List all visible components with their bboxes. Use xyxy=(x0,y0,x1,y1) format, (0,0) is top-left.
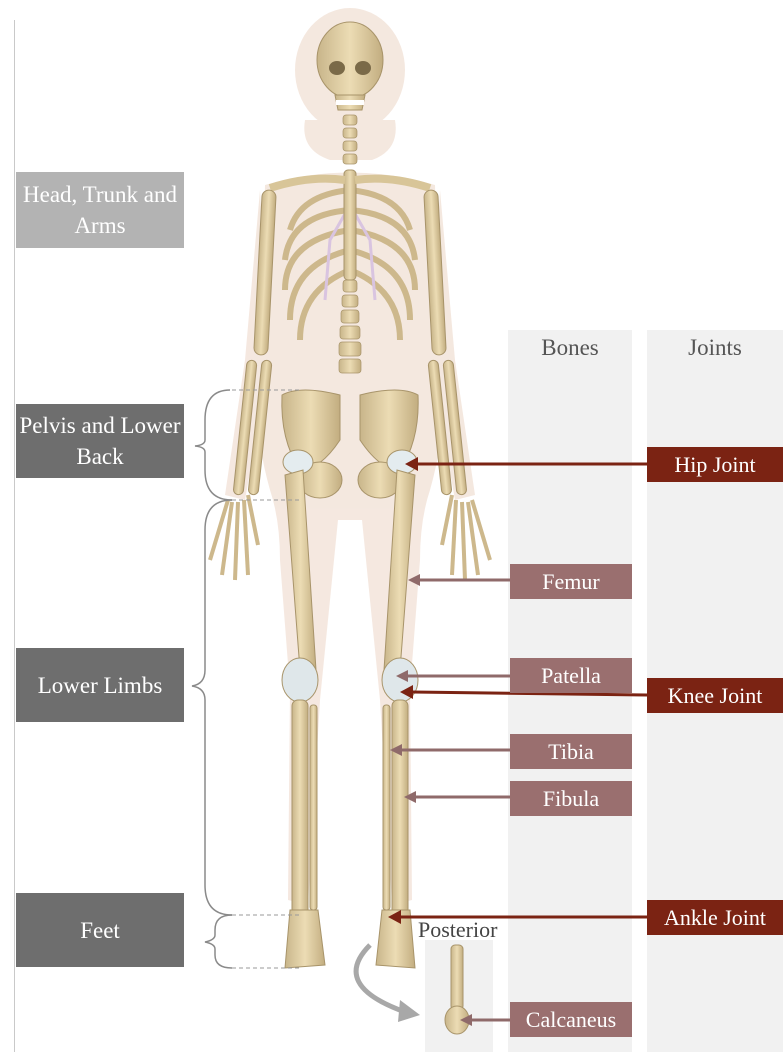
rotation-arrowhead xyxy=(398,1000,420,1022)
region-brackets xyxy=(192,390,232,968)
bone-label-calcaneus: Calcaneus xyxy=(510,1002,632,1037)
region-lower-limbs: Lower Limbs xyxy=(16,648,184,722)
joint-label-knee: Knee Joint xyxy=(647,678,783,713)
bone-label-tibia: Tibia xyxy=(510,734,632,769)
region-pelvis-lower-back: Pelvis and Lower Back xyxy=(16,404,184,478)
joint-label-hip: Hip Joint xyxy=(647,447,783,482)
bone-label-fibula: Fibula xyxy=(510,781,632,816)
sternum xyxy=(344,170,356,280)
region-head-trunk-arms: Head, Trunk and Arms xyxy=(16,172,184,248)
joint-label-ankle: Ankle Joint xyxy=(647,900,783,935)
bone-label-femur: Femur xyxy=(510,564,632,599)
legs xyxy=(282,470,418,915)
region-feet: Feet xyxy=(16,893,184,967)
bone-label-patella: Patella xyxy=(510,658,632,693)
posterior-inset-label: Posterior xyxy=(418,917,497,943)
